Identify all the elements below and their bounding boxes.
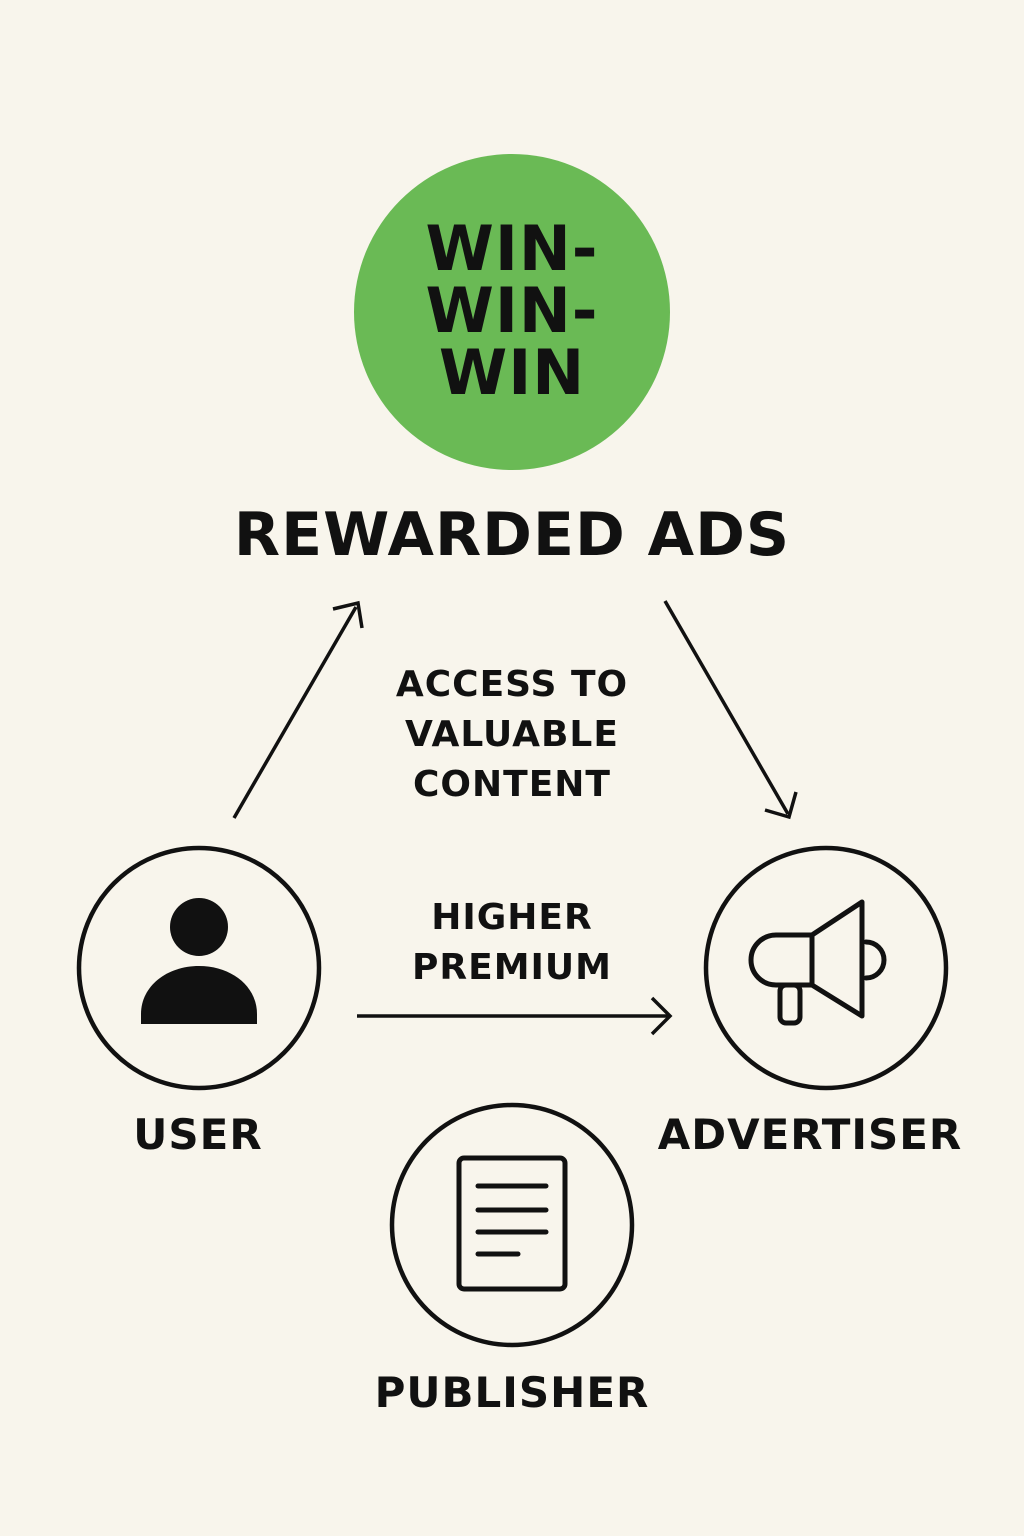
megaphone-icon [748,899,887,1026]
badge-line-3: WIN [438,336,586,409]
higher-premium-label: HIGHER PREMIUM [372,893,652,993]
access-line-2: VALUABLE [405,714,619,755]
win-win-win-text: WIN- WIN- WIN [380,218,644,404]
win-win-win-badge [354,154,670,470]
publisher-label: PUBLISHER [374,1368,650,1417]
badge-line-2: WIN- [425,274,599,347]
document-icon [456,1155,568,1292]
advertiser-label: ADVERTISER [657,1110,963,1159]
page-title: REWARDED ADS [233,500,791,570]
arrow-user-to-rewarded-ads [232,600,364,819]
advertiser-node [703,845,949,1091]
access-line-3: CONTENT [413,764,611,805]
person-icon [141,898,257,1024]
premium-line-2: PREMIUM [412,947,612,988]
publisher-node [389,1102,635,1348]
arrow-rewarded-ads-to-advertiser [663,600,798,820]
access-content-label: ACCESS TO VALUABLE CONTENT [352,660,672,810]
premium-line-1: HIGHER [431,897,593,938]
badge-line-1: WIN- [425,212,599,285]
access-line-1: ACCESS TO [395,664,629,705]
user-label: USER [133,1110,263,1159]
user-node [76,845,322,1091]
arrow-user-to-advertiser [357,996,673,1036]
